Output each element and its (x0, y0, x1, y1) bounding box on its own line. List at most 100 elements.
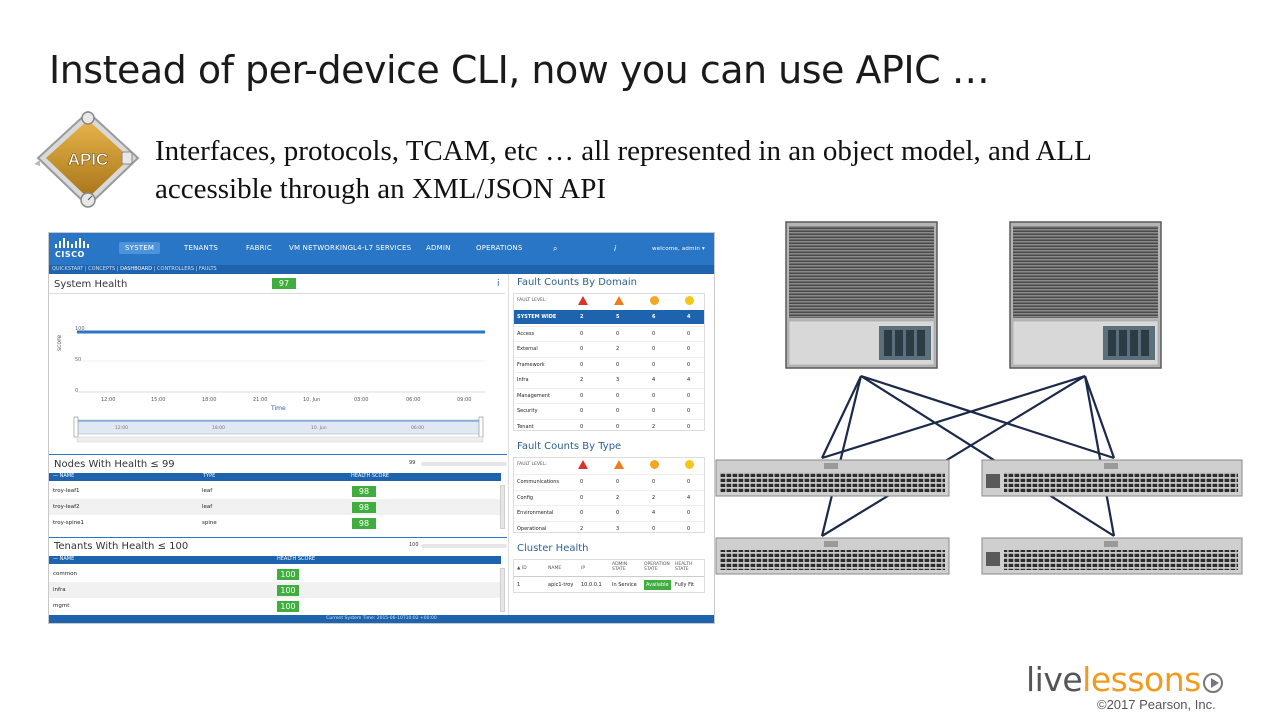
navigator-scrollbar[interactable] (76, 436, 484, 443)
nodes-slider-value: 99 (409, 460, 416, 466)
critical-fault-icon (578, 296, 588, 305)
spine-switch-1 (785, 221, 938, 369)
network-topology-diagram (715, 221, 1243, 575)
svg-text:18:00: 18:00 (212, 425, 225, 431)
nodes-health-title: Nodes With Health ≤ 99 (54, 459, 175, 470)
welcome-user-menu[interactable]: welcome, admin ▾ (652, 246, 705, 252)
table-row[interactable]: troy-leaf2 leaf 98 (49, 499, 501, 515)
apic-top-nav: CISCO SYSTEM TENANTS FABRIC VM NETWORKIN… (49, 233, 714, 265)
svg-text:0: 0 (75, 388, 78, 394)
tenants-table-header: — NAME HEALTH SCORE (49, 556, 501, 564)
minor-fault-icon (650, 460, 659, 469)
warning-fault-icon (685, 460, 694, 469)
svg-text:APIC: APIC (68, 150, 109, 169)
subnav-controllers[interactable]: CONTROLLERS (157, 266, 195, 272)
svg-text:100: 100 (75, 326, 85, 332)
warning-fault-icon (685, 296, 694, 305)
fault-type-title: Fault Counts By Type (517, 441, 622, 452)
nodes-table-header: — NAME TYPE HEALTH SCORE (49, 473, 501, 481)
nav-system[interactable]: SYSTEM (119, 242, 161, 254)
svg-text:09:00: 09:00 (457, 397, 471, 403)
table-row[interactable]: troy-spine1 spine 98 (49, 515, 501, 531)
tenants-health-slider[interactable] (421, 544, 507, 548)
livelessons-logo: livelessons (1026, 660, 1223, 699)
table-row[interactable]: troy-leaf1 leaf 98 (49, 483, 501, 499)
cisco-logo: CISCO (55, 238, 89, 262)
table-row[interactable]: 1 apic1-troy 10.0.0.1 In Service Availab… (517, 580, 694, 590)
svg-text:50: 50 (75, 357, 81, 363)
cluster-health-table: ▲ ID NAME IP ADMIN STATE OPERATION STATE… (513, 559, 705, 593)
nav-admin[interactable]: ADMIN (426, 244, 451, 252)
svg-text:10. Jun: 10. Jun (311, 425, 327, 431)
system-health-score: 97 (272, 278, 296, 289)
svg-text:10. Jun: 10. Jun (303, 397, 320, 403)
apic-dashboard-screenshot: CISCO SYSTEM TENANTS FABRIC VM NETWORKIN… (48, 232, 715, 624)
table-row[interactable]: mgmt 100 (49, 598, 501, 614)
fabric-links (820, 374, 1116, 537)
nav-fabric[interactable]: FABRIC (246, 244, 272, 252)
navigator-right-handle[interactable] (478, 416, 484, 438)
tenants-health-title: Tenants With Health ≤ 100 (54, 541, 189, 552)
system-health-info-icon[interactable]: i (497, 279, 500, 289)
svg-text:18:00: 18:00 (202, 397, 216, 403)
leaf-switch-4 (981, 537, 1243, 575)
svg-text:21:00: 21:00 (253, 397, 267, 403)
system-health-chart: score 100 50 0 12:00 15:00 18:00 21:00 1… (56, 326, 485, 443)
svg-text:12:00: 12:00 (115, 425, 128, 431)
cluster-health-title: Cluster Health (517, 543, 589, 554)
nodes-health-slider[interactable] (421, 462, 507, 466)
svg-text:Time: Time (270, 405, 286, 412)
nav-operations[interactable]: OPERATIONS (476, 244, 523, 252)
apic-sub-nav: QUICKSTART | CONCEPTS | DASHBOARD | CONT… (49, 265, 714, 274)
subnav-concepts[interactable]: CONCEPTS (88, 266, 116, 272)
subtitle-line-2: accessible through an XML/JSON API (155, 173, 607, 205)
nodes-scrollbar[interactable] (500, 485, 505, 529)
slide-title: Instead of per-device CLI, now you can u… (49, 48, 990, 92)
critical-fault-icon (578, 460, 588, 469)
apic-badge-icon: APIC (32, 108, 144, 212)
leaf-switch-3 (715, 537, 950, 575)
svg-text:06:00: 06:00 (411, 425, 424, 431)
svg-text:06:00: 06:00 (406, 397, 420, 403)
subtitle-line-1: Interfaces, protocols, TCAM, etc … all r… (155, 135, 1092, 167)
table-row[interactable]: infra 100 (49, 582, 501, 598)
spine-switch-2 (1009, 221, 1162, 369)
major-fault-icon (614, 460, 624, 469)
nav-vm-networking[interactable]: VM NETWORKING (289, 244, 354, 252)
nav-l4-l7-services[interactable]: L4-L7 SERVICES (353, 244, 412, 252)
divider (49, 293, 505, 294)
minor-fault-icon (650, 296, 659, 305)
svg-text:15:00: 15:00 (151, 397, 165, 403)
major-fault-icon (614, 296, 624, 305)
search-icon[interactable]: ⌕ (553, 244, 558, 253)
table-row[interactable]: common 100 (49, 566, 501, 582)
system-time-footer: Current System Time: 2015-06-10T10:02 +0… (49, 615, 714, 623)
subnav-faults[interactable]: FAULTS (198, 266, 217, 272)
tenants-scrollbar[interactable] (500, 568, 505, 612)
play-icon (1202, 673, 1223, 693)
navigator-left-handle[interactable] (73, 416, 79, 438)
slide-subtitle: Interfaces, protocols, TCAM, etc … all r… (155, 132, 1235, 208)
fault-domain-title: Fault Counts By Domain (517, 277, 638, 288)
info-icon[interactable]: i (614, 244, 617, 253)
tenants-slider-value: 100 (409, 542, 419, 548)
copyright: ©2017 Pearson, Inc. (1097, 697, 1216, 712)
nav-tenants[interactable]: TENANTS (184, 244, 219, 252)
subnav-dashboard[interactable]: DASHBOARD (120, 266, 153, 272)
svg-text:score: score (56, 335, 63, 351)
subnav-quickstart[interactable]: QUICKSTART (52, 266, 84, 272)
